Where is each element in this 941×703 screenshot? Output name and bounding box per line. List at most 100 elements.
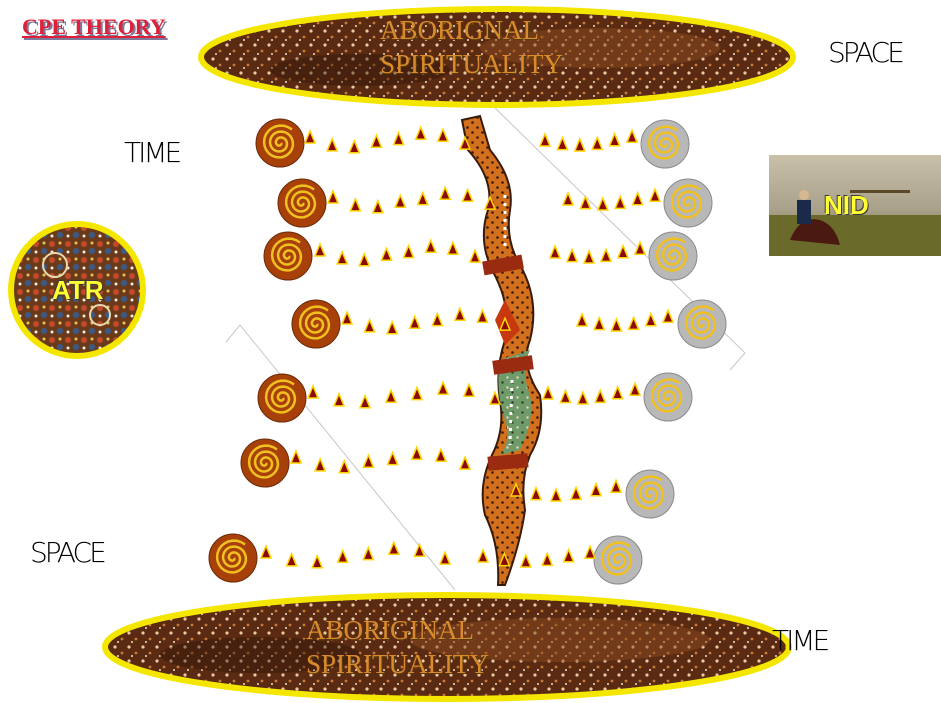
triangle-left-2 [440,187,450,199]
triangle-right-1 [592,137,602,149]
spiral-rows [209,119,726,584]
label-space-top-right: SPACE [828,36,902,69]
triangle-right-1 [627,130,637,142]
triangle-left-6 [363,455,373,467]
bottom-oval-text: ABORIGINAL SPIRITUALITY [306,614,489,682]
triangle-right-2 [580,197,590,209]
spiral-left-6 [241,439,289,487]
triangle-right-2 [598,198,608,210]
snake [462,116,541,585]
triangle-right-2 [650,189,660,201]
triangle-right-1 [557,138,567,150]
triangle-left-3 [337,252,347,264]
triangle-left-6 [339,461,349,473]
triangle-left-6 [315,459,325,471]
triangle-right-4 [594,318,604,330]
triangle-left-3 [404,246,414,258]
triangle-right-4 [663,310,673,322]
triangle-right-6 [531,488,541,500]
triangle-right-7 [478,550,488,562]
triangle-left-2 [350,199,360,211]
spiral-right-6 [626,470,674,518]
triangle-left-2 [328,191,338,203]
bottom-oval-line1: ABORIGINAL [306,614,489,648]
triangle-right-2 [633,193,643,205]
triangle-left-6 [436,449,446,461]
triangle-left-1 [305,131,315,143]
bottom-oval-line2: SPIRITUALITY [306,648,489,682]
triangle-right-1 [610,134,620,146]
triangle-right-7 [521,555,531,567]
atr-label: ATR [52,275,104,306]
triangle-left-3 [315,244,325,256]
spiral-right-5 [644,373,692,421]
triangle-left-7 [440,552,450,564]
triangle-left-7 [338,550,348,562]
triangle-left-7 [389,542,399,554]
triangle-left-5 [412,388,422,400]
triangle-left-2 [463,189,473,201]
triangle-left-3 [426,240,436,252]
triangle-left-4 [432,314,442,326]
triangle-left-4 [455,308,465,320]
triangle-left-1 [438,129,448,141]
triangle-right-3 [635,242,645,254]
label-time-bottom-right: TIME [772,624,827,657]
triangle-right-5 [560,391,570,403]
nid-label: NID [824,190,869,221]
spiral-left-7 [209,534,257,582]
triangle-left-1 [327,139,337,151]
triangle-left-6 [460,457,470,469]
page-title: CPE THEORY [22,14,166,40]
spiral-right-1 [641,120,689,168]
triangle-left-4 [387,322,397,334]
spiral-left-4 [292,300,340,348]
triangle-left-2 [395,195,405,207]
triangle-left-1 [416,127,426,139]
triangle-right-6 [571,487,581,499]
triangle-right-6 [611,480,621,492]
triangle-left-4 [410,316,420,328]
spiral-left-5 [258,374,306,422]
label-time-top-left: TIME [124,136,179,169]
top-oval-line2: SPIRITUALITY [380,48,563,82]
triangle-right-1 [540,134,550,146]
triangle-left-2 [418,193,428,205]
triangle-left-5 [308,386,318,398]
triangle-left-1 [371,135,381,147]
triangle-left-5 [438,382,448,394]
triangle-right-3 [567,250,577,262]
triangle-left-6 [291,451,301,463]
triangle-left-5 [464,384,474,396]
triangle-right-4 [611,319,621,331]
triangle-left-1 [349,141,359,153]
spiral-left-1 [256,119,304,167]
spiral-left-2 [278,179,326,227]
triangle-right-4 [646,314,656,326]
triangle-left-6 [412,447,422,459]
top-oval-line1: ABORIGNAL [380,14,563,48]
spiral-right-4 [678,300,726,348]
triangle-right-6 [551,489,561,501]
triangle-right-3 [618,246,628,258]
triangle-right-5 [578,392,588,404]
triangle-right-7 [585,546,595,558]
triangle-left-4 [342,312,352,324]
triangle-left-5 [360,396,370,408]
triangle-left-7 [287,554,297,566]
triangle-right-5 [613,387,623,399]
triangle-left-2 [373,201,383,213]
triangle-left-3 [470,250,480,262]
label-space-bottom-left: SPACE [30,536,104,569]
triangle-right-2 [615,196,625,208]
spiral-right-2 [664,179,712,227]
triangle-left-5 [334,394,344,406]
triangle-left-1 [394,133,404,145]
triangle-right-5 [595,390,605,402]
triangle-right-3 [550,246,560,258]
triangle-right-6 [591,484,601,496]
triangle-right-2 [563,193,573,205]
triangle-right-5 [543,387,553,399]
triangle-left-7 [312,556,322,568]
